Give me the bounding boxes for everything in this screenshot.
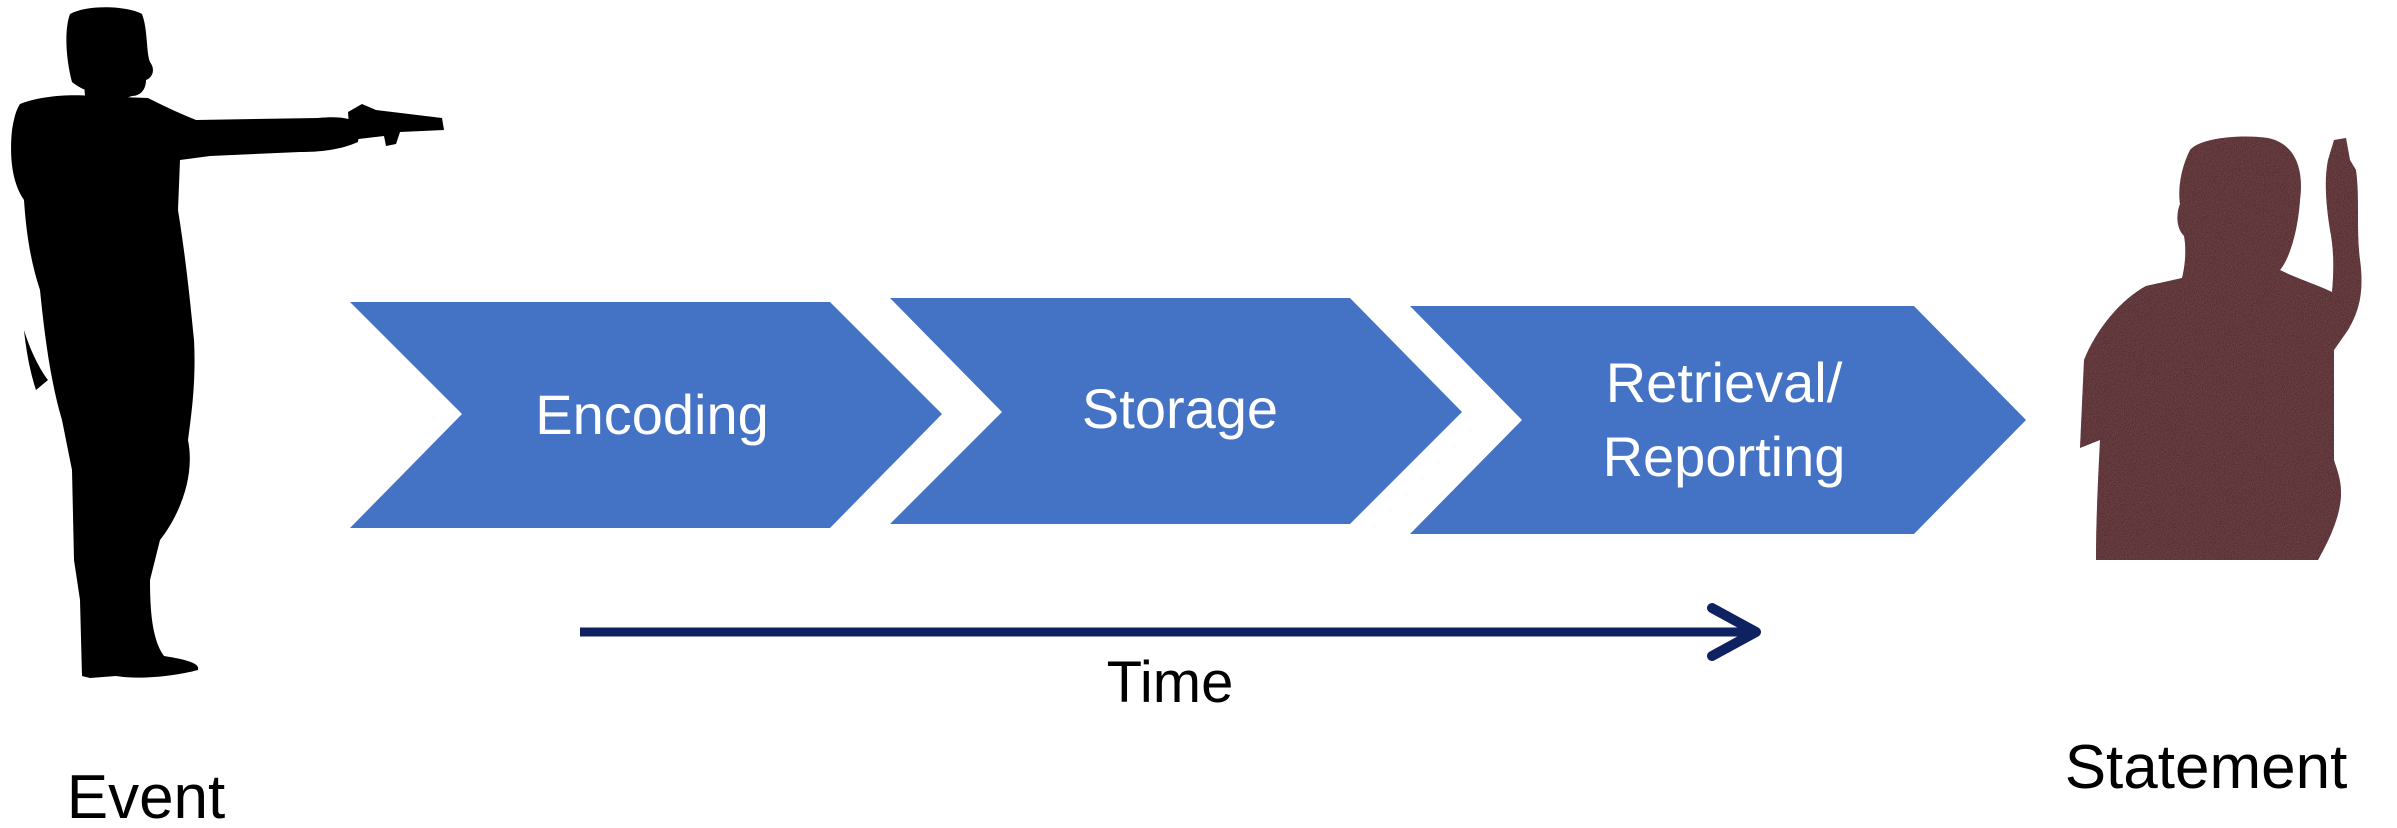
event-label: Event: [67, 763, 226, 828]
chevron-storage: [890, 298, 1462, 524]
time-label: Time: [1107, 650, 1234, 715]
stage-label-retrieval: Retrieval/: [1606, 351, 1843, 414]
stage-label-storage: Storage: [1082, 377, 1278, 440]
statement-label: Statement: [2065, 733, 2348, 802]
chevron-retrieval: [1410, 306, 2026, 534]
witness-silhouette-icon: [2080, 136, 2362, 560]
stage-label-encoding: Encoding: [535, 383, 769, 446]
time-arrow: [580, 603, 1761, 661]
stage-chevrons: Encoding Storage Retrieval/ Reporting: [350, 298, 2026, 534]
shooter-silhouette-icon: [11, 7, 444, 679]
stage-label-reporting: Reporting: [1603, 425, 1846, 488]
chevron-encoding: [350, 302, 942, 528]
